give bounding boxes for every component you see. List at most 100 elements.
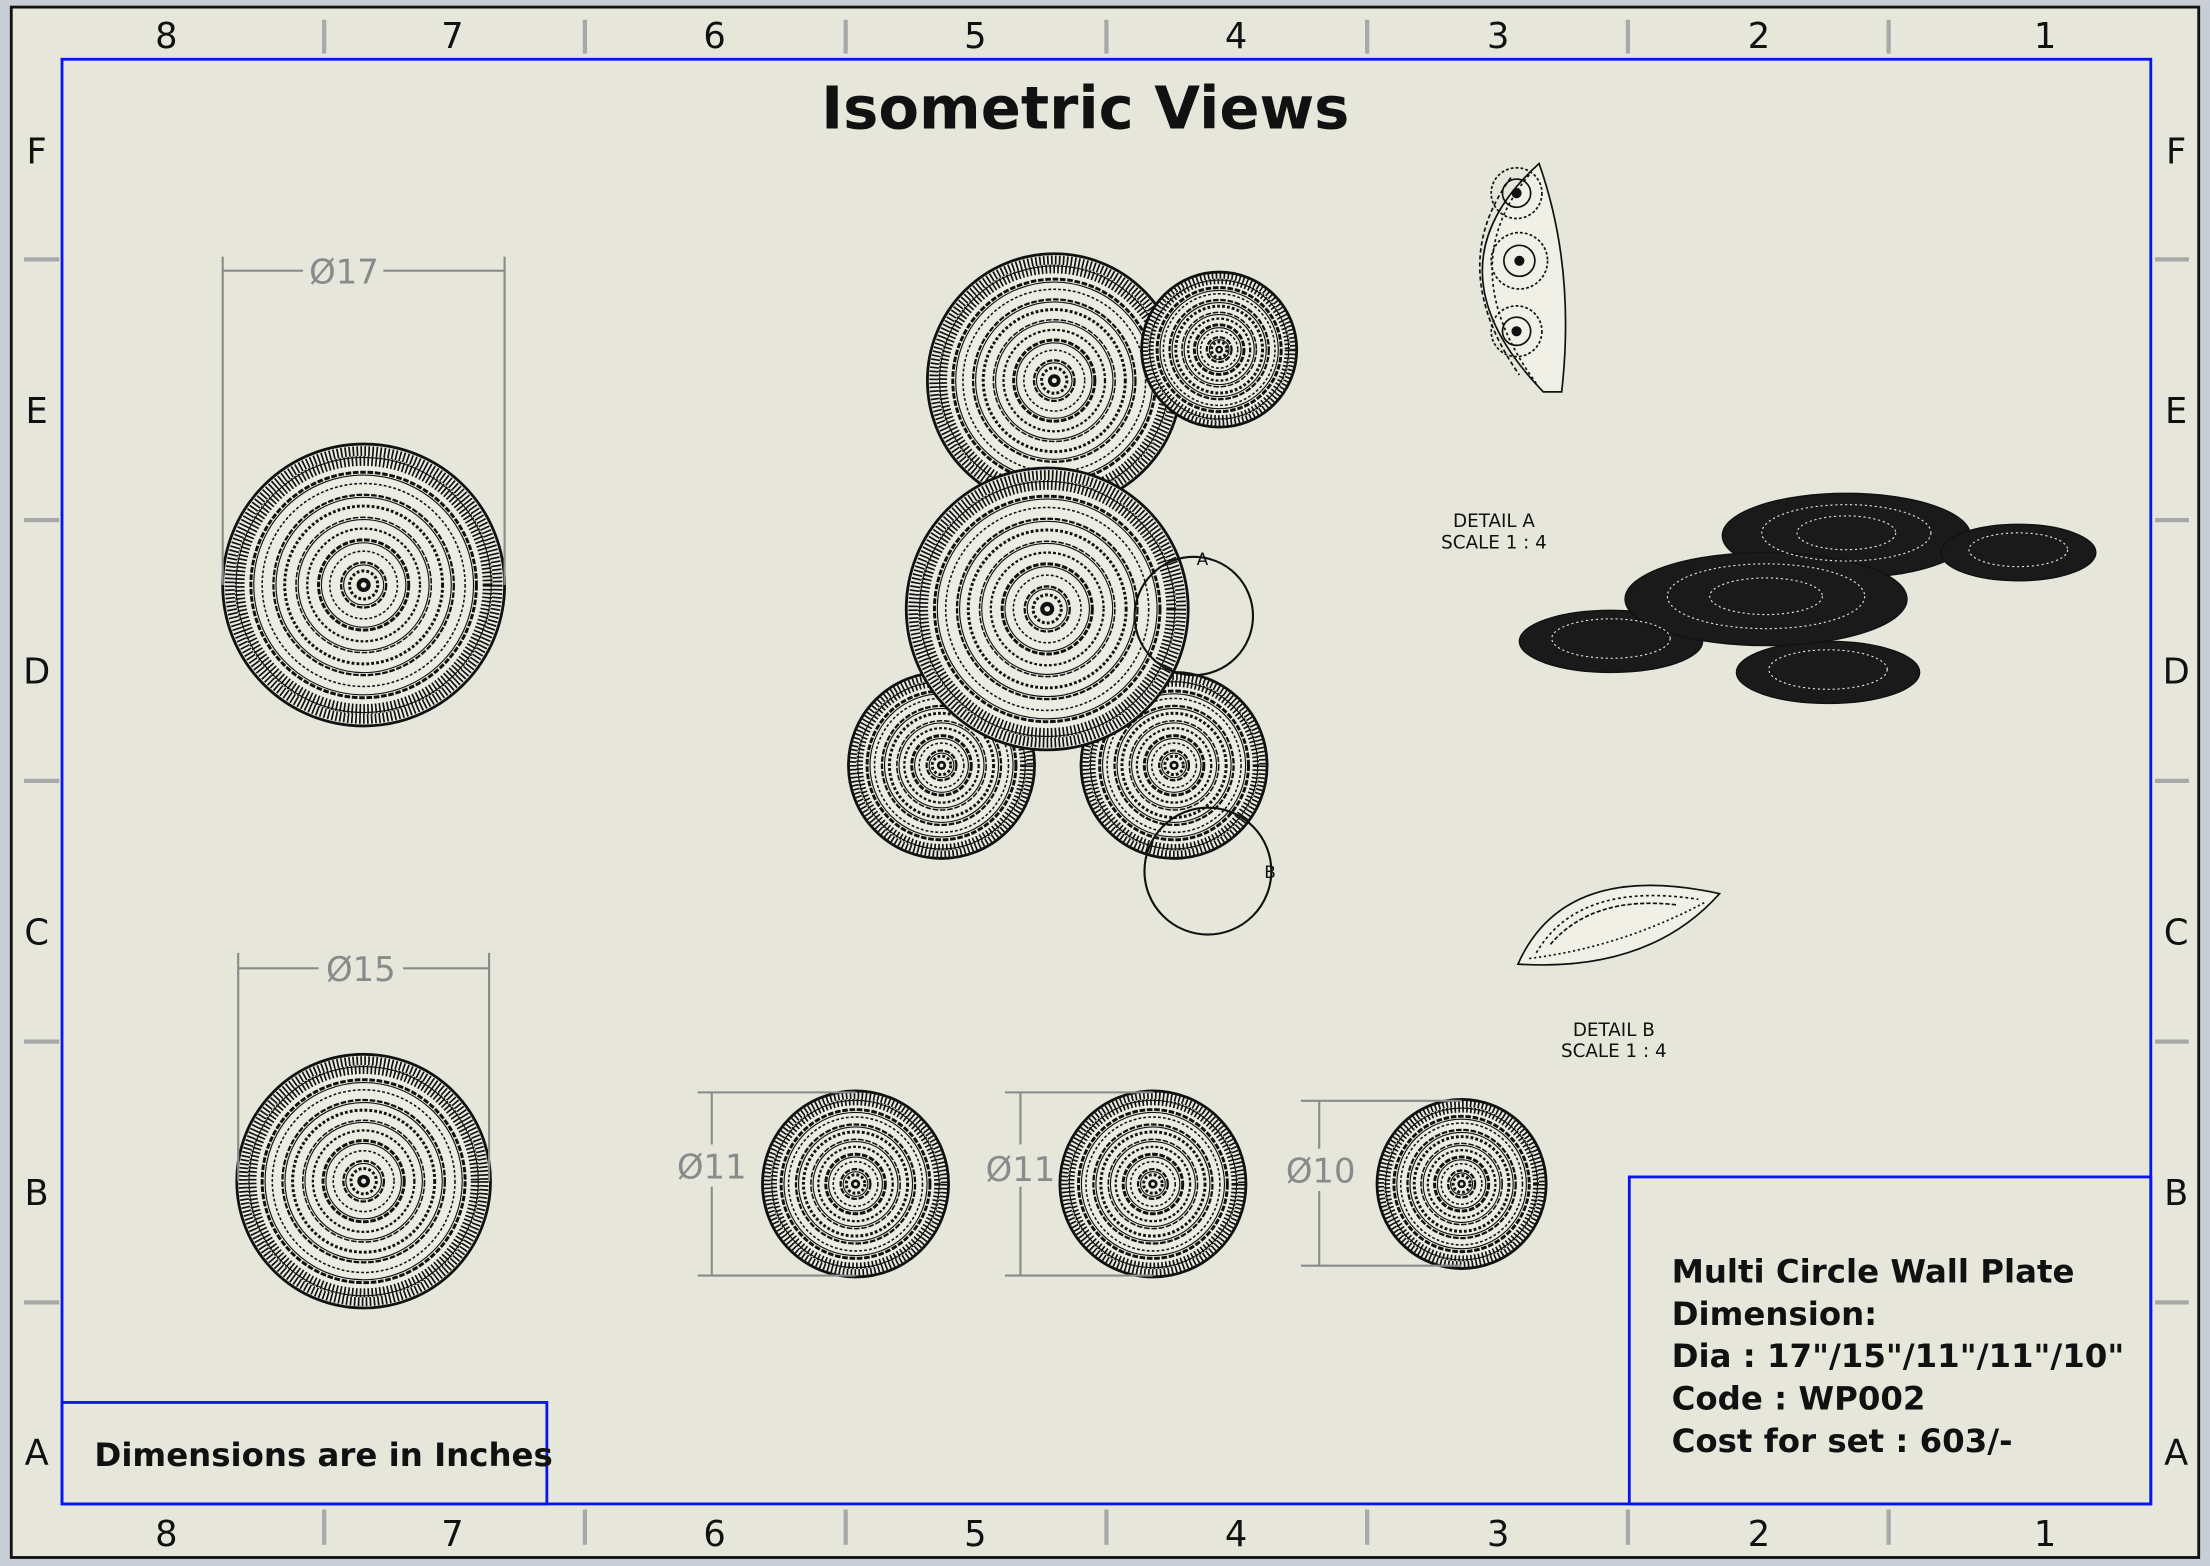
plate-ring	[1032, 359, 1076, 403]
plate-ring	[1420, 1142, 1503, 1226]
plate-ring	[1077, 1108, 1229, 1260]
plate-front-17	[221, 442, 506, 728]
plate-ring	[908, 470, 1187, 748]
plate-ring	[1121, 1152, 1185, 1216]
dimension-label-10: Ø10	[1286, 1152, 1356, 1191]
zone-row-b: B	[2164, 1173, 2188, 1214]
zone-col-1: 1	[2034, 16, 2056, 57]
plate-ring	[224, 446, 503, 724]
plate-ring	[1092, 1123, 1214, 1245]
plate-ring	[925, 749, 958, 782]
plate-ring	[1012, 574, 1082, 644]
plate-ring	[1067, 1098, 1239, 1270]
dimension-label-11a: Ø11	[677, 1147, 747, 1186]
plate-ring	[887, 711, 996, 819]
plate-ring	[1113, 704, 1235, 827]
plate-ring	[339, 561, 388, 609]
plate-ring	[1174, 304, 1265, 395]
dimension-17	[221, 256, 506, 585]
plate-ring	[1158, 749, 1191, 782]
zone-row-f: F	[2166, 132, 2186, 173]
plate-ring	[1392, 1114, 1531, 1254]
plate-ring	[1114, 1145, 1192, 1223]
plate-ring	[1107, 1138, 1199, 1230]
plate-ring	[1181, 311, 1258, 388]
plate-ring	[896, 719, 987, 811]
plate-ring	[794, 1123, 917, 1245]
plate-ring	[260, 1078, 467, 1285]
plate-ring	[787, 1116, 924, 1252]
zone-row-e: E	[2165, 391, 2187, 432]
plate-ring	[1148, 278, 1291, 421]
detail-a-circle[interactable]	[1133, 555, 1255, 677]
title-block	[1627, 1175, 2153, 1506]
plate-ring	[238, 1056, 489, 1307]
plate-ring	[1142, 1173, 1164, 1195]
title-block-code: Code : WP002	[1672, 1379, 1926, 1417]
plate-ring	[1384, 1106, 1539, 1262]
plate-ring	[932, 494, 1162, 724]
zone-col-3: 3	[1487, 1514, 1509, 1555]
plate-ring	[272, 493, 455, 677]
plate-ring	[1199, 330, 1239, 369]
units-note-box	[60, 1401, 549, 1506]
zone-col-8: 8	[155, 1514, 177, 1555]
plate-ring	[779, 1108, 932, 1260]
plate-ring	[918, 479, 1177, 738]
zone-col-2: 2	[1748, 1514, 1770, 1555]
zone-col-6: 6	[703, 16, 725, 57]
zone-col-5: 5	[964, 16, 986, 57]
zone-rows-left: F E D C B A	[23, 132, 50, 1474]
plate-ring	[873, 697, 1010, 834]
plate-ring	[281, 1098, 446, 1264]
plate-ring	[1135, 727, 1213, 804]
plate-ring	[234, 456, 493, 714]
zone-col-3: 3	[1487, 16, 1509, 57]
plate-ring	[1440, 1162, 1483, 1206]
plate-ring	[1205, 336, 1233, 364]
plate-ring	[1168, 298, 1270, 401]
plate-ring	[824, 1152, 887, 1216]
detail-a-scale: SCALE 1 : 4	[1441, 532, 1547, 553]
plate-ring	[301, 1119, 426, 1243]
title-block-cost: Cost for set : 603/-	[1672, 1422, 2013, 1460]
detail-b-circle[interactable]	[1143, 806, 1273, 936]
title-block-diameters: Dia : 17"/15"/11"/11"/10"	[1672, 1337, 2125, 1375]
plate-ring	[1142, 734, 1206, 797]
plate-ring	[1023, 349, 1086, 412]
plate-ring	[249, 470, 478, 700]
plate-ring	[992, 318, 1116, 443]
plate-ring	[1142, 273, 1296, 426]
assembly-plate-lower-left	[847, 670, 1036, 860]
plate-ring	[1399, 1122, 1524, 1246]
plate-ring	[329, 550, 399, 620]
zone-col-4: 4	[1225, 1514, 1247, 1555]
plate-ring	[291, 1108, 437, 1254]
plate-ring	[348, 569, 380, 601]
plate-ring	[1040, 366, 1069, 395]
plate-ring	[865, 689, 1018, 842]
zone-row-d: D	[23, 652, 50, 693]
detail-a-marker: A	[1197, 549, 1209, 569]
plate-ring	[944, 506, 1150, 712]
plate-ring	[261, 482, 466, 688]
plate-ring	[966, 528, 1128, 690]
plate-ring	[981, 308, 1127, 454]
plate-ring	[978, 540, 1116, 678]
detail-b-view	[1516, 884, 1722, 966]
plate-front-15	[235, 1052, 492, 1310]
assembly-plate-center	[904, 466, 1190, 752]
plate-ring	[1150, 742, 1198, 789]
plate-ring	[1082, 673, 1266, 858]
plate-ring	[918, 742, 965, 789]
plate-ring	[295, 516, 433, 654]
sheet-title: Isometric Views	[821, 73, 1349, 142]
plate-ring	[1000, 562, 1094, 656]
plate-front-11a	[761, 1089, 950, 1279]
plate-ring	[844, 1173, 867, 1195]
zone-ticks	[23, 19, 2189, 1545]
zone-col-1: 1	[2034, 1514, 2056, 1555]
plate-ring	[1002, 328, 1107, 433]
dimension-11a	[697, 1091, 856, 1277]
plate-ring	[1378, 1100, 1545, 1268]
